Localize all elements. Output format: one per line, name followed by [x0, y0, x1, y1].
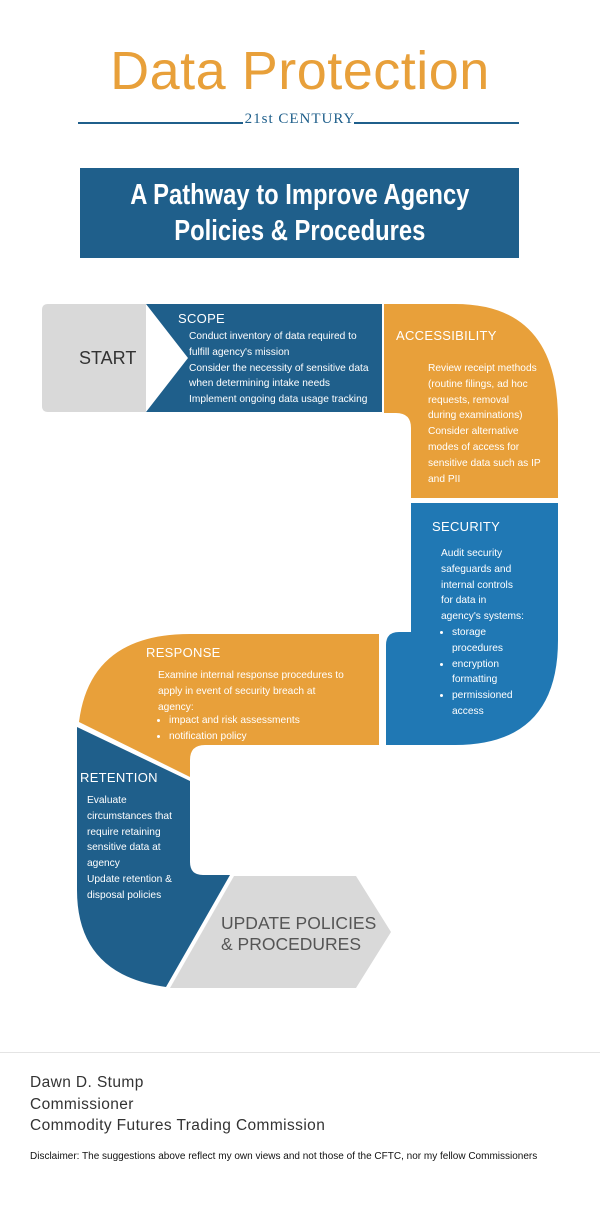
security-shape [386, 503, 558, 745]
retention-text: Evaluate circumstances that require reta… [87, 793, 187, 904]
scope-line: Implement ongoing data usage tracking [189, 394, 368, 406]
response-bullet: notification policy [169, 729, 370, 745]
security-line: for data in [441, 595, 487, 607]
accessibility-line: modes of access for [428, 441, 520, 453]
response-bullets: impact and risk assessments notification… [155, 713, 370, 745]
security-bullet-text: storage [452, 627, 486, 638]
disclaimer-text: Disclaimer: The suggestions above reflec… [30, 1151, 538, 1162]
start-shape [42, 304, 146, 412]
response-line: Examine internal response procedures to [158, 670, 344, 681]
accessibility-title: ACCESSIBILITY [396, 328, 497, 343]
retention-line: disposal policies [87, 889, 162, 901]
response-line: agency: [158, 701, 194, 713]
scope-line: Conduct inventory of data required to [189, 331, 357, 342]
security-bullet-text: access [452, 705, 484, 717]
page-subtitle: 21st CENTURY [244, 111, 356, 127]
subtitle-rule-right [354, 122, 519, 124]
accessibility-line: sensitive data such as IP [428, 457, 541, 469]
footer-divider [0, 1052, 600, 1053]
scope-line: fulfill agency's mission [189, 346, 290, 358]
retention-line: agency [87, 858, 120, 870]
update-policies-shape [170, 876, 391, 988]
retention-line: circumstances that [87, 810, 172, 822]
banner-line-1: A Pathway to Improve Agency [129, 179, 470, 211]
security-bullet: permissioned access [452, 688, 556, 720]
accessibility-shape [384, 304, 558, 498]
security-bullet-text: procedures [452, 642, 503, 654]
pathway-banner: A Pathway to Improve Agency Policies & P… [80, 168, 519, 258]
retention-line: sensitive data at [87, 842, 161, 854]
author-role: Commissioner [30, 1096, 134, 1113]
retention-line: Evaluate [87, 795, 127, 806]
retention-shape [77, 727, 230, 987]
accessibility-text: Review receipt methods (routine filings,… [428, 361, 556, 487]
author-organization: Commodity Futures Trading Commission [30, 1117, 326, 1134]
scope-line: when determining intake needs [189, 378, 331, 390]
scope-shape [146, 304, 382, 412]
security-bullet: encryption formatting [452, 657, 556, 689]
security-line: safeguards and [441, 563, 512, 575]
update-policies-label: UPDATE POLICIES & PROCEDURES [221, 913, 376, 955]
response-text: Examine internal response procedures to … [158, 668, 373, 715]
security-text: Audit security safeguards and internal c… [441, 546, 556, 625]
update-line-1: UPDATE POLICIES [221, 913, 377, 933]
security-bullets: storage procedures encryption formatting p… [438, 625, 556, 720]
security-bullet: storage procedures [452, 625, 556, 657]
scope-line: Consider the necessity of sensitive data [189, 362, 369, 374]
retention-line: require retaining [87, 826, 161, 838]
accessibility-line: Review receipt methods [428, 363, 537, 374]
accessibility-line: during examinations) [428, 410, 523, 422]
scope-title: SCOPE [178, 311, 226, 326]
response-line: apply in event of security breach at [158, 685, 316, 697]
accessibility-line: Consider alternative [428, 426, 519, 438]
scope-text: Conduct inventory of data required to fu… [189, 329, 384, 408]
security-line: internal controls [441, 579, 513, 591]
security-line: agency's systems: [441, 611, 524, 623]
retention-title: RETENTION [80, 770, 158, 785]
author-name: Dawn D. Stump [30, 1074, 144, 1091]
security-bullet-text: permissioned [452, 690, 513, 702]
accessibility-line: and PII [428, 473, 461, 485]
security-title: SECURITY [432, 519, 501, 534]
accessibility-line: requests, removal [428, 394, 509, 406]
security-bullet-text: formatting [452, 674, 498, 686]
page-title: Data Protection [110, 41, 490, 101]
response-title: RESPONSE [146, 645, 221, 660]
accessibility-line: (routine filings, ad hoc [428, 378, 528, 390]
security-line: Audit security [441, 548, 503, 559]
security-bullet-text: encryption [452, 658, 500, 670]
retention-line: Update retention & [87, 873, 172, 885]
start-label: START [79, 348, 137, 368]
response-shape [79, 634, 379, 777]
subtitle-rule-left [78, 122, 243, 124]
banner-line-2: Policies & Procedures [173, 215, 426, 247]
update-line-2: & PROCEDURES [221, 934, 362, 954]
response-bullet: impact and risk assessments [169, 713, 370, 729]
